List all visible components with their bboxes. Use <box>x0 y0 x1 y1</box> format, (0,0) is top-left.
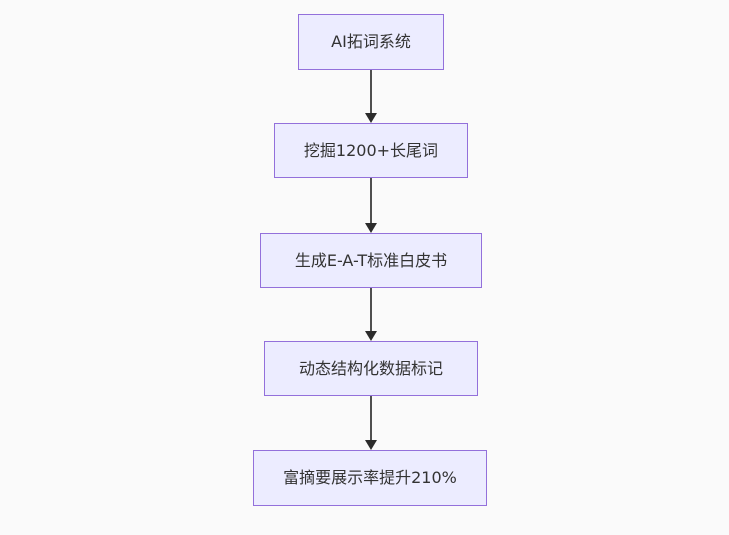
flow-node-label: 富摘要展示率提升210% <box>283 468 457 487</box>
edge-line <box>369 70 372 114</box>
flow-edge <box>364 178 377 233</box>
flow-edge <box>364 396 377 450</box>
flow-node-label: AI拓词系统 <box>331 32 411 51</box>
flow-node-label: 挖掘1200+长尾词 <box>303 140 439 160</box>
arrowhead-down-icon <box>364 440 377 450</box>
arrowhead-down-icon <box>364 223 377 233</box>
flow-node-dynamic-structured-data-markup: 动态结构化数据标记 <box>264 341 478 396</box>
edge-line <box>369 396 372 441</box>
flow-node-generate-eat-whitepaper: 生成E-A-T标准白皮书 <box>260 233 482 288</box>
arrowhead-down-icon <box>364 331 377 341</box>
flow-node-rich-snippet-rate-increase: 富摘要展示率提升210% <box>253 450 487 506</box>
flow-edge <box>364 70 377 123</box>
edge-line <box>369 288 372 332</box>
flow-edge <box>364 288 377 341</box>
edge-line <box>369 178 372 224</box>
flow-node-label: 动态结构化数据标记 <box>298 358 443 378</box>
flow-node-ai-word-expansion-system: AI拓词系统 <box>298 14 444 70</box>
flow-node-mine-longtail-keywords: 挖掘1200+长尾词 <box>274 123 468 178</box>
arrowhead-down-icon <box>364 113 377 123</box>
flow-node-label: 生成E-A-T标准白皮书 <box>294 250 448 270</box>
